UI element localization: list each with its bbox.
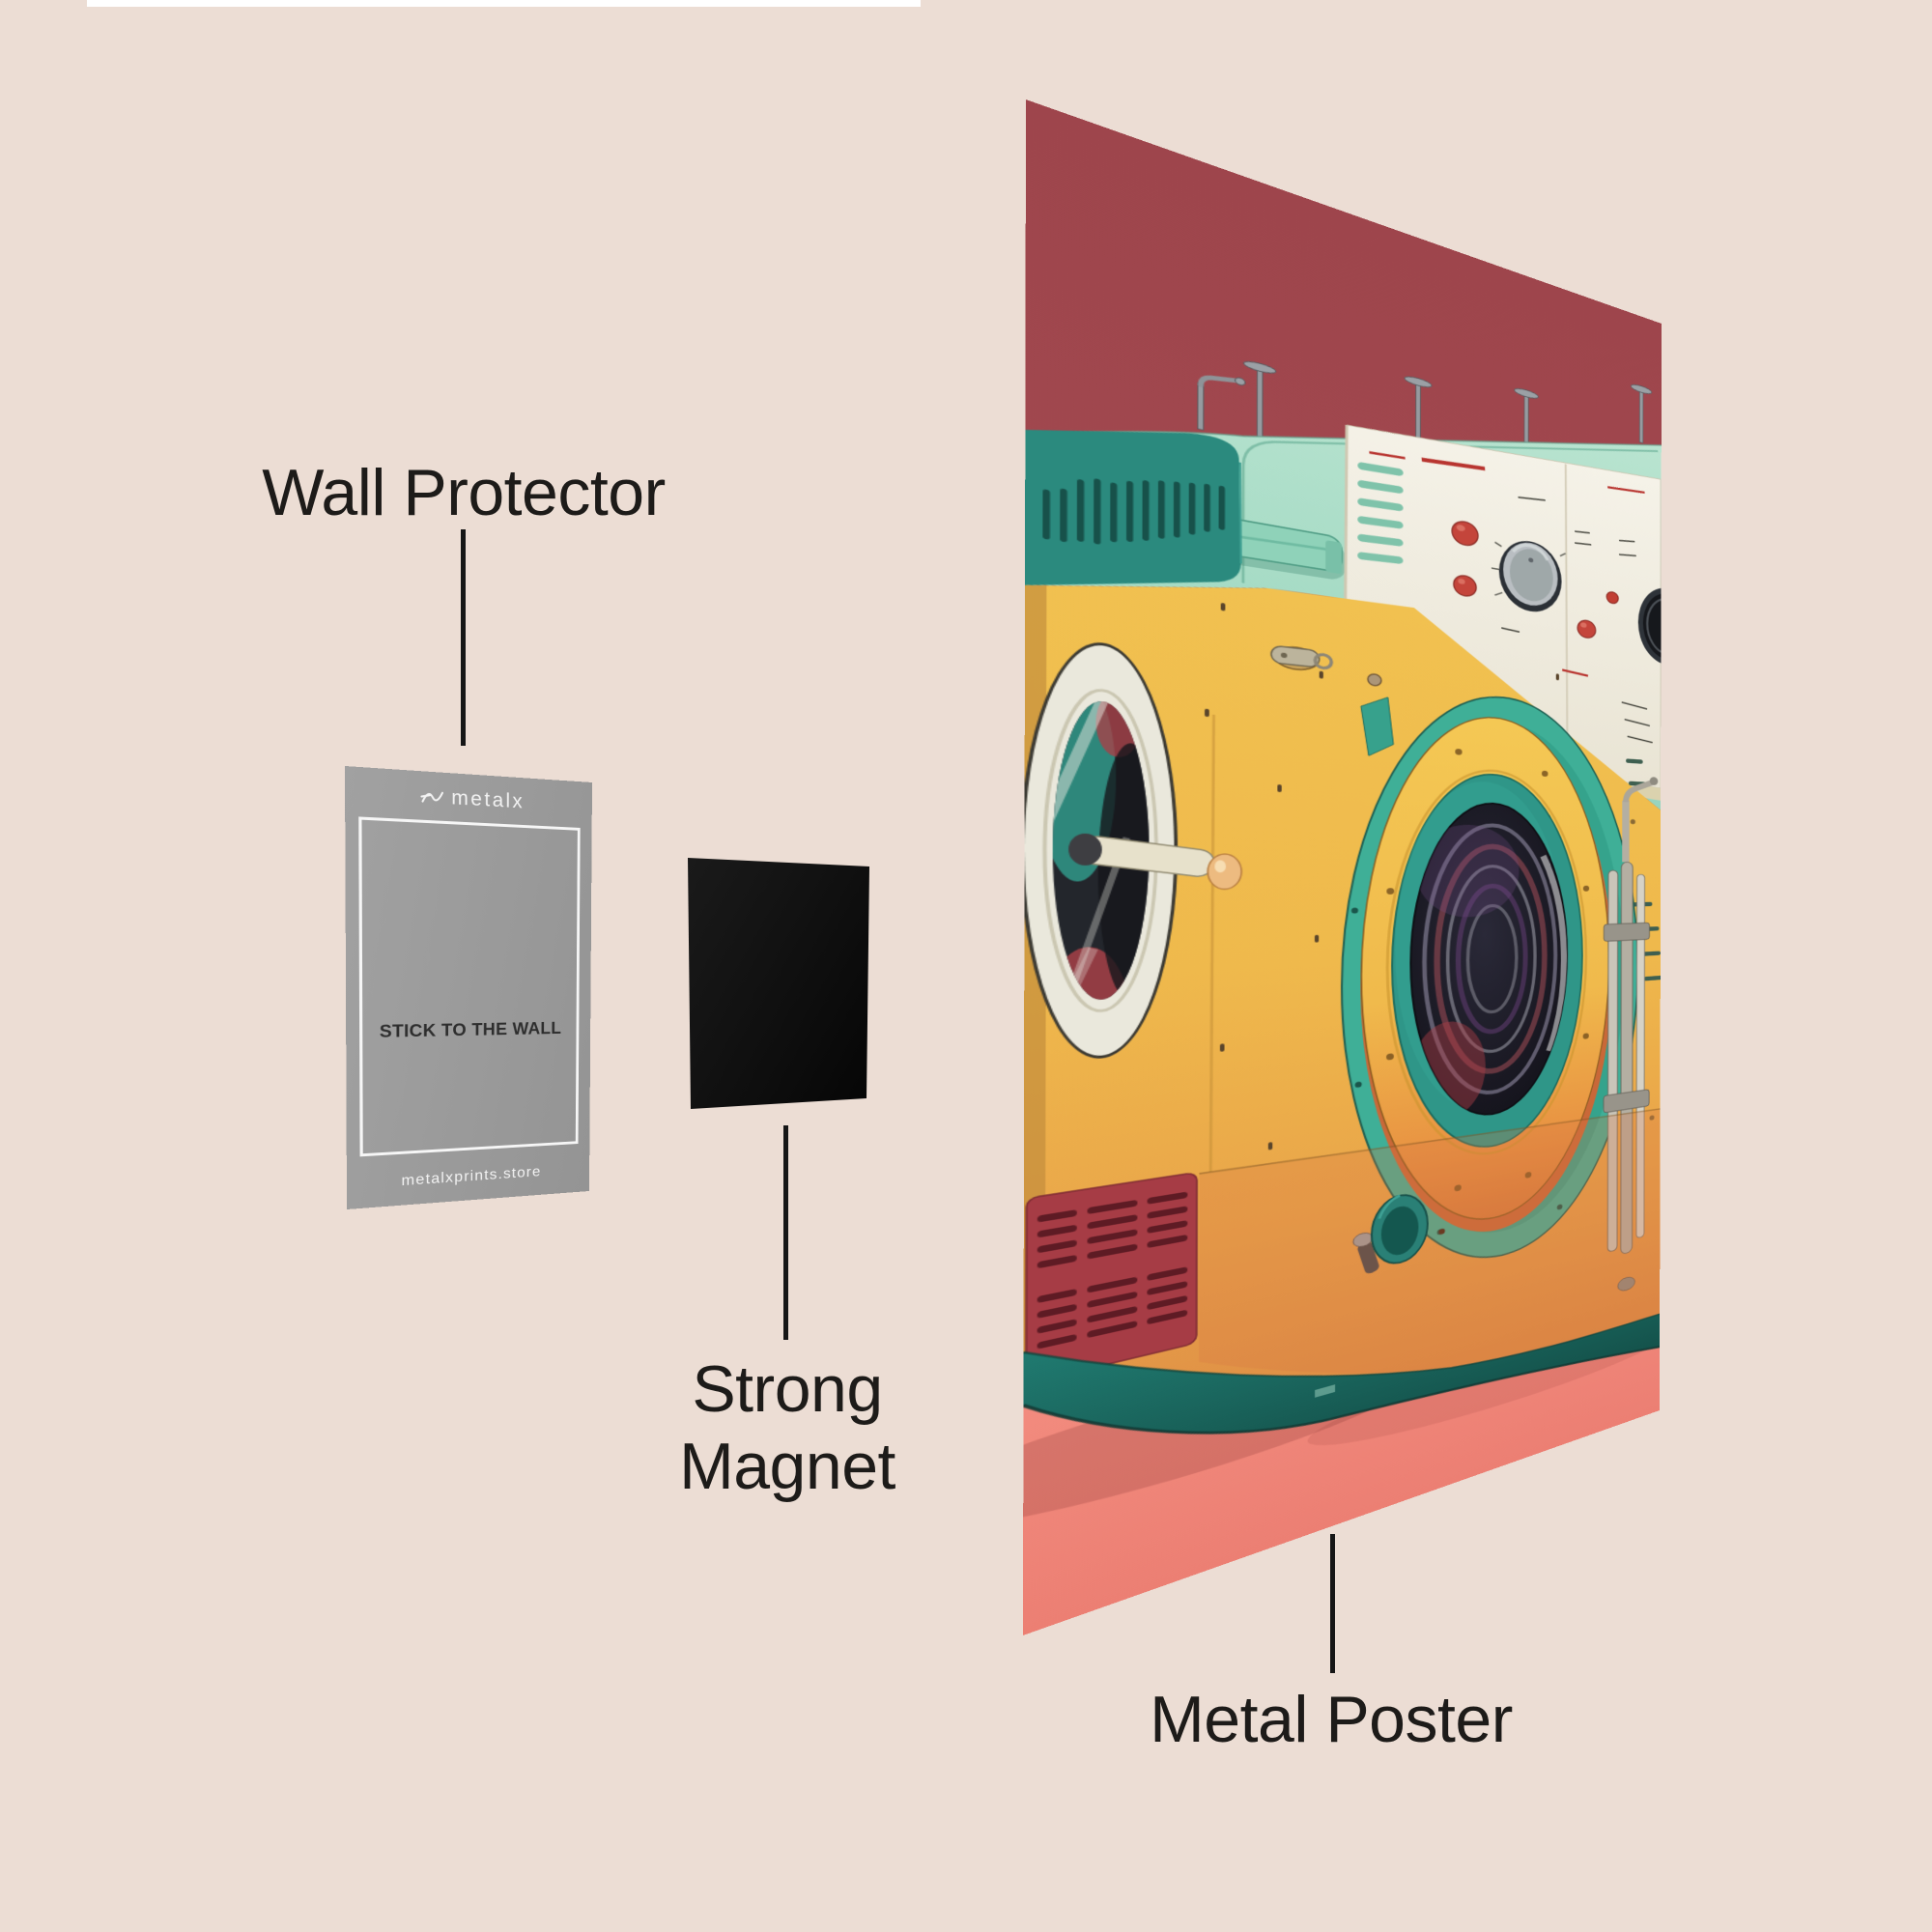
label-strong-magnet-line2: Magnet [679, 1430, 895, 1504]
top-strip [87, 0, 921, 7]
card-brand-name: metalx [451, 786, 526, 813]
main-porthole [1341, 682, 1658, 1368]
washing-machine-illustration [1023, 99, 1662, 1635]
bottom-vent-grille [1026, 1173, 1197, 1384]
connector-line-wall-protector [461, 529, 466, 746]
connector-line-metal-poster [1330, 1534, 1335, 1673]
label-strong-magnet-line1: Strong [692, 1352, 883, 1426]
machine-top-panel [1025, 271, 1662, 810]
label-wall-protector: Wall Protector [262, 456, 666, 529]
card-inner-frame [358, 816, 581, 1157]
machine-control-panel [1344, 400, 1662, 801]
side-porthole [1023, 634, 1242, 1066]
connector-line-strong-magnet [783, 1125, 788, 1340]
card-footer-text: metalxprints.store [401, 1163, 542, 1190]
label-metal-poster: Metal Poster [1150, 1683, 1513, 1756]
label-strong-magnet: Strong Magnet [679, 1350, 895, 1505]
machine-side-vent-block [1025, 396, 1241, 613]
poster-floor [1023, 1247, 1661, 1635]
wall-protector-card: metalx STICK TO THE WALL metalxprints.st… [345, 766, 592, 1209]
card-brand-logo: metalx [345, 781, 592, 818]
metalx-logo-icon [420, 787, 444, 807]
metal-poster [1023, 99, 1662, 1635]
poster-illustration [1023, 99, 1662, 1635]
magnet-square [688, 858, 870, 1109]
